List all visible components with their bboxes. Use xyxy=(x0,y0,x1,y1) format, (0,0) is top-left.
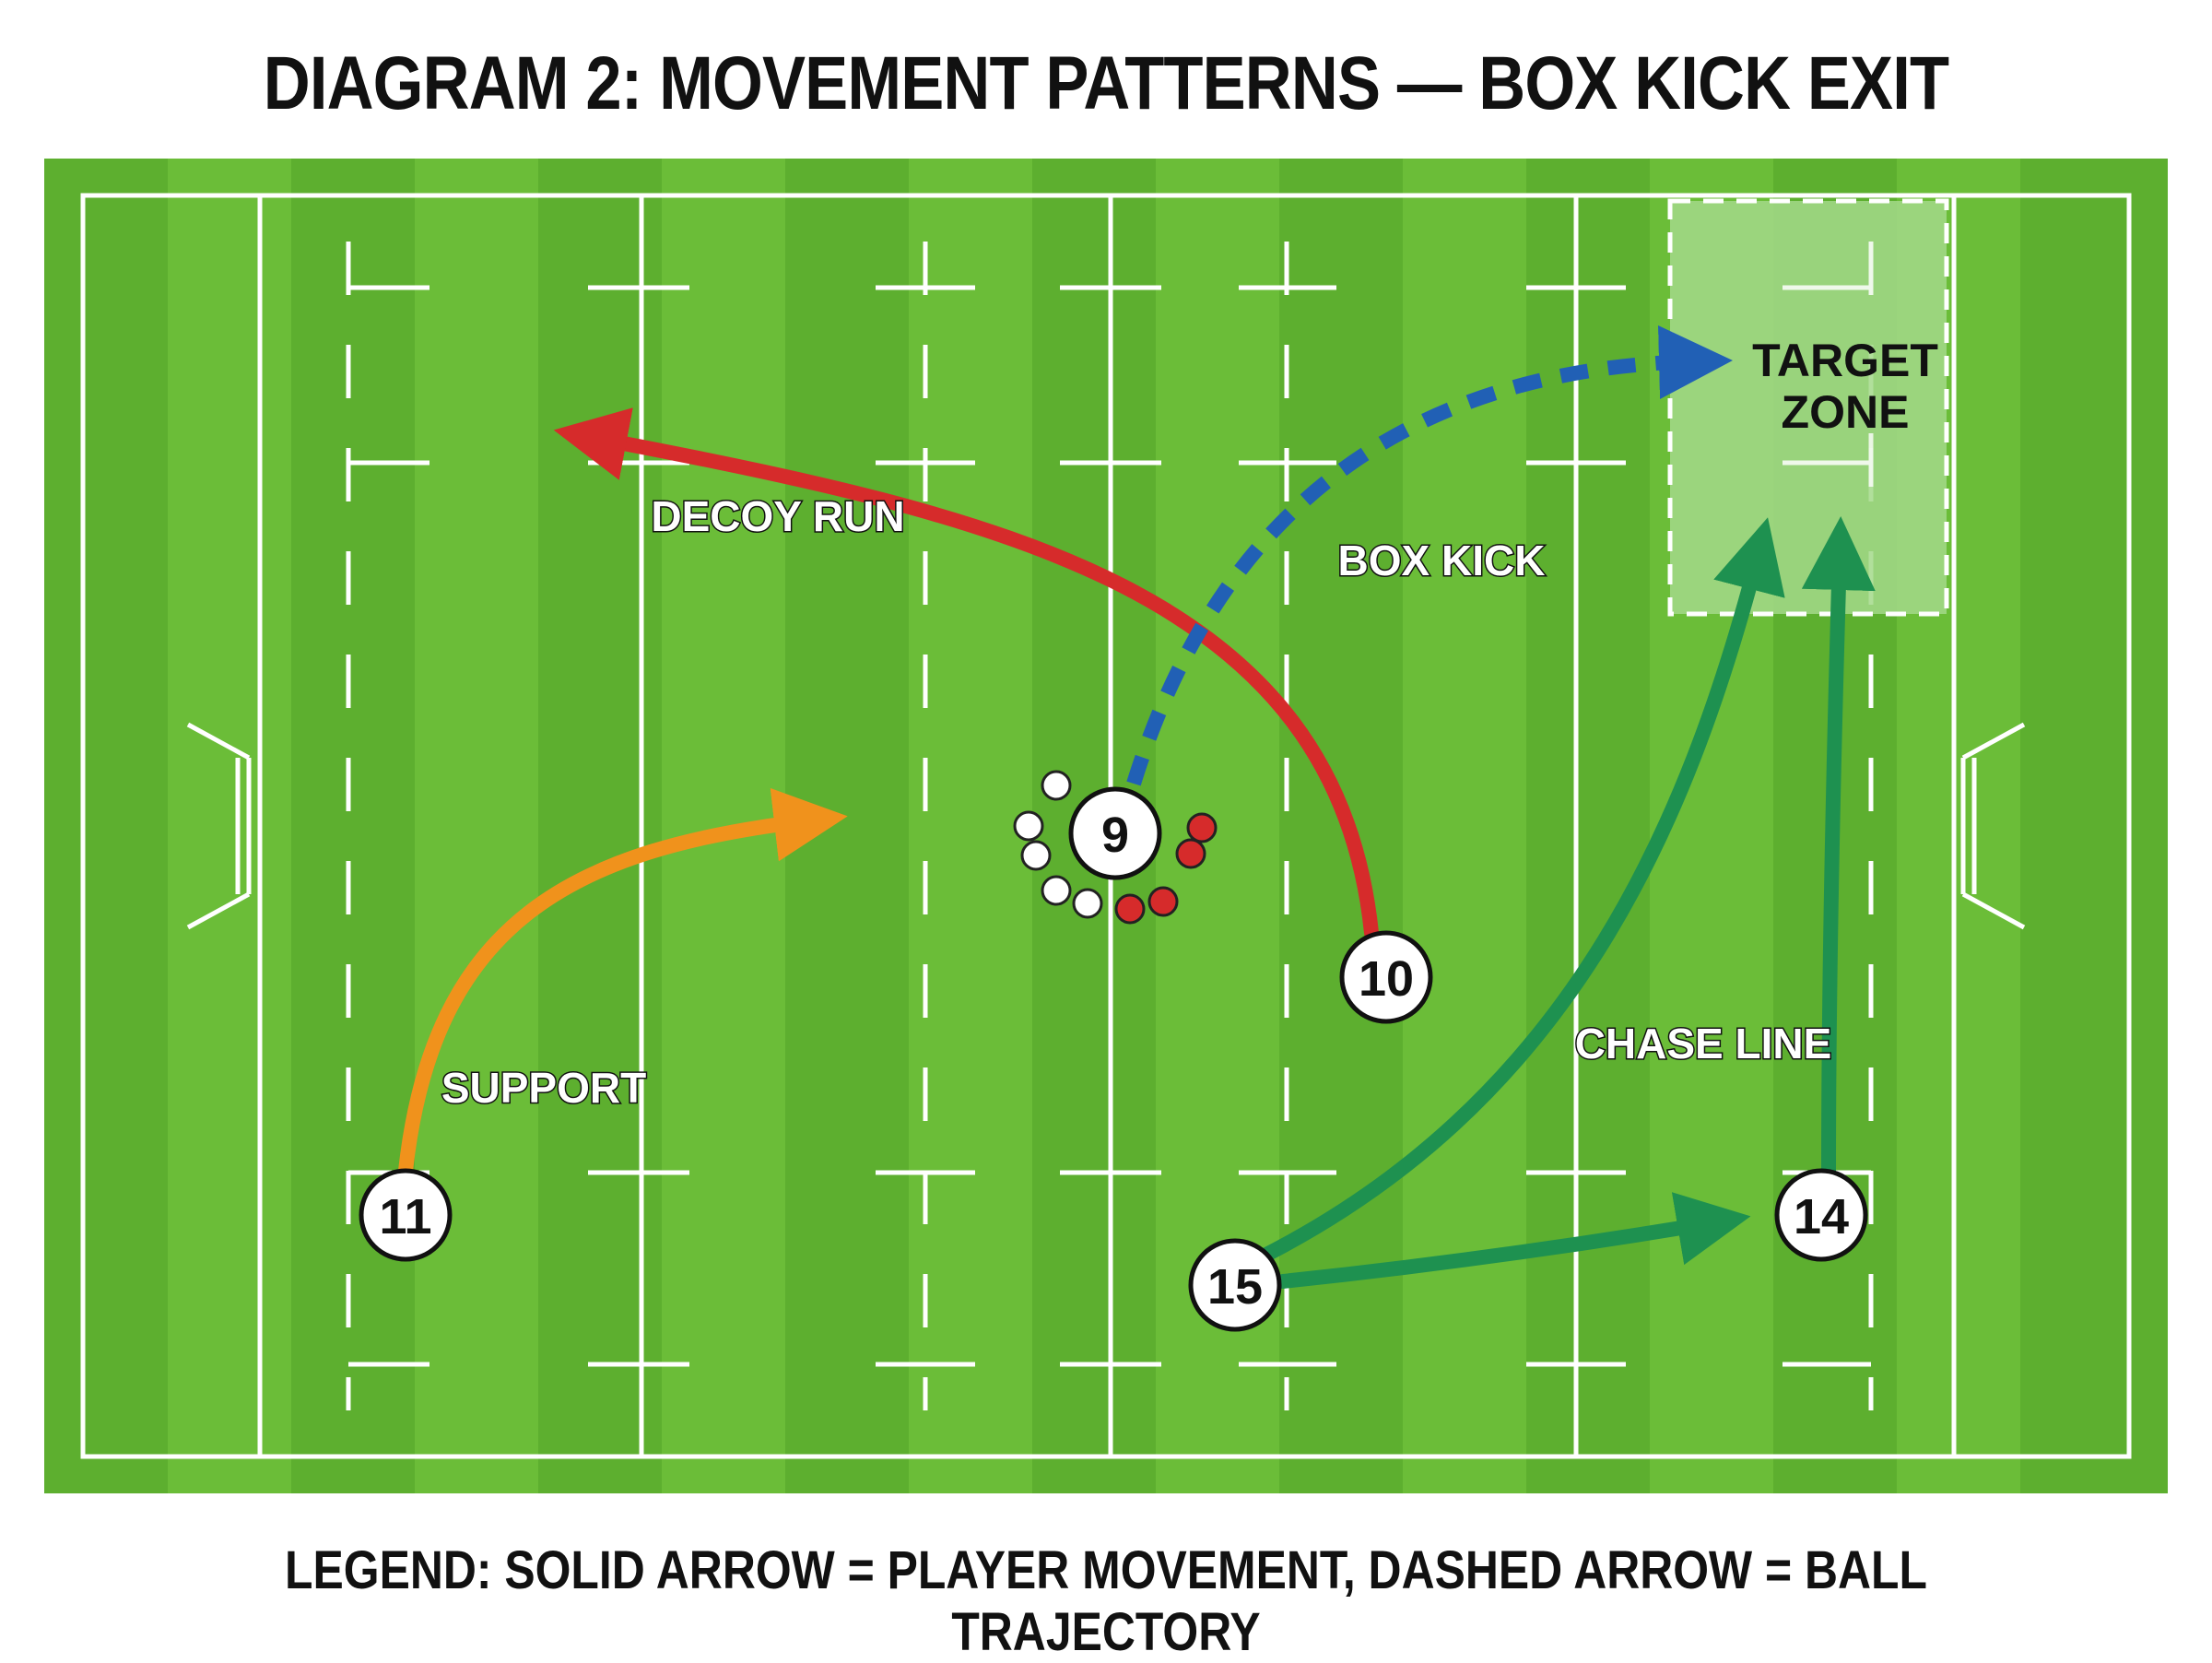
decoy-run-label: DECOY RUN xyxy=(651,492,904,540)
player-14-number: 14 xyxy=(1794,1189,1849,1244)
target-zone-label-line2: ZONE xyxy=(1782,386,1910,438)
dashed-field-lines xyxy=(346,242,1874,1410)
hash-marks xyxy=(348,285,1871,1367)
player-14[interactable]: 14 xyxy=(1774,1168,1868,1262)
player-9-number: 9 xyxy=(1101,808,1129,863)
support-arrow xyxy=(398,787,848,1178)
box-kick-arrow xyxy=(1126,325,1733,786)
player-11-number: 11 xyxy=(379,1189,431,1244)
ruck-white-players xyxy=(1013,770,1103,919)
goal-post-left xyxy=(186,722,252,930)
player-9[interactable]: 9 xyxy=(1068,786,1162,880)
chase-line-arrow-to-14 xyxy=(1276,1192,1751,1289)
decoy-run-arrow xyxy=(553,407,1379,940)
diagram-title: DIAGRAM 2: MOVEMENT PATTERNS — BOX KICK … xyxy=(263,41,1949,125)
player-15[interactable]: 15 xyxy=(1188,1238,1282,1332)
target-zone-label-line1: TARGET xyxy=(1752,335,1938,386)
chase-line-arrow-vertical xyxy=(1801,516,1876,1178)
chase-line-label: CHASE LINE xyxy=(1575,1020,1832,1067)
player-10-number: 10 xyxy=(1359,951,1414,1007)
support-label: SUPPORT xyxy=(441,1064,646,1112)
target-zone-marks xyxy=(1783,242,1874,487)
goal-post-right xyxy=(1960,722,2026,930)
player-10[interactable]: 10 xyxy=(1339,930,1433,1024)
player-15-number: 15 xyxy=(1207,1259,1263,1315)
legend-text: LEGEND: SOLID ARROW = PLAYER MOVEMENT, D… xyxy=(285,1540,1927,1662)
player-11[interactable]: 11 xyxy=(359,1168,453,1262)
chase-line-arrow-diagonal xyxy=(1246,517,1785,1268)
box-kick-label: BOX KICK xyxy=(1338,537,1546,584)
ruck-red-players xyxy=(1114,812,1218,925)
